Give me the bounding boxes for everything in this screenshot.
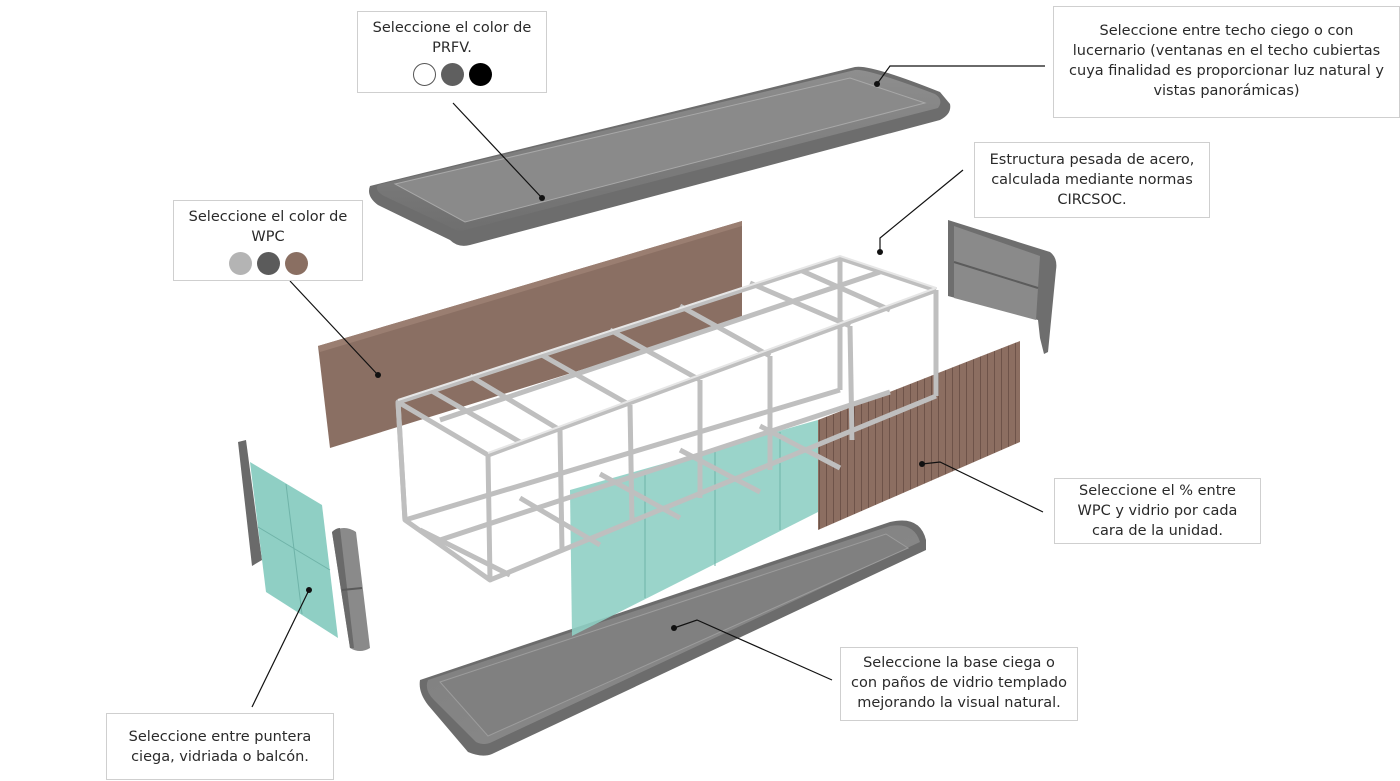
callout-steel-structure: Estructura pesada de acero, calculada me… — [974, 142, 1210, 218]
swatch-wpc-brown[interactable] — [284, 252, 308, 275]
swatch-prfv-black[interactable] — [468, 63, 492, 86]
steel-frame — [395, 255, 939, 583]
swatch-prfv-gray[interactable] — [440, 63, 464, 86]
roof-panel — [369, 66, 951, 246]
callout-wpc-color: Seleccione el color de WPC — [173, 200, 363, 281]
callout-steel-text: Estructura pesada de acero, calculada me… — [989, 152, 1195, 208]
prfv-color-swatches — [366, 63, 538, 86]
callout-percent-text: Seleccione el % entre WPC y vidrio por c… — [1077, 483, 1238, 539]
wpc-color-swatches — [182, 252, 354, 275]
callout-front-option: Seleccione entre puntera ciega, vidriada… — [106, 713, 334, 780]
callout-prfv-color: Seleccione el color de PRFV. — [357, 11, 547, 93]
callout-prfv-text: Seleccione el color de PRFV. — [372, 20, 532, 56]
swatch-wpc-dark-gray[interactable] — [256, 252, 280, 275]
leader-dots — [306, 81, 925, 631]
wpc-slatted-panel — [818, 341, 1020, 530]
callout-roof-option: Seleccione entre techo ciego o con lucer… — [1053, 6, 1400, 118]
callout-wpc-text: Seleccione el color de WPC — [188, 209, 348, 245]
end-wall-panel — [948, 220, 1057, 354]
callout-base-option: Seleccione la base ciega o con paños de … — [840, 647, 1078, 721]
leader-lines — [251, 65, 1045, 708]
front-glass-panel — [238, 440, 338, 638]
callout-front-text: Seleccione entre puntera ciega, vidriada… — [128, 729, 312, 765]
base-tray — [419, 520, 926, 756]
callout-base-text: Seleccione la base ciega o con paños de … — [851, 655, 1067, 711]
swatch-prfv-white[interactable] — [412, 63, 436, 86]
callout-wpc-glass-ratio: Seleccione el % entre WPC y vidrio por c… — [1054, 478, 1261, 544]
steel-frame-highlights — [397, 254, 937, 454]
swatch-wpc-light-gray[interactable] — [228, 252, 252, 275]
front-blind-cap — [332, 528, 370, 651]
callout-roof-text: Seleccione entre techo ciego o con lucer… — [1069, 23, 1384, 99]
